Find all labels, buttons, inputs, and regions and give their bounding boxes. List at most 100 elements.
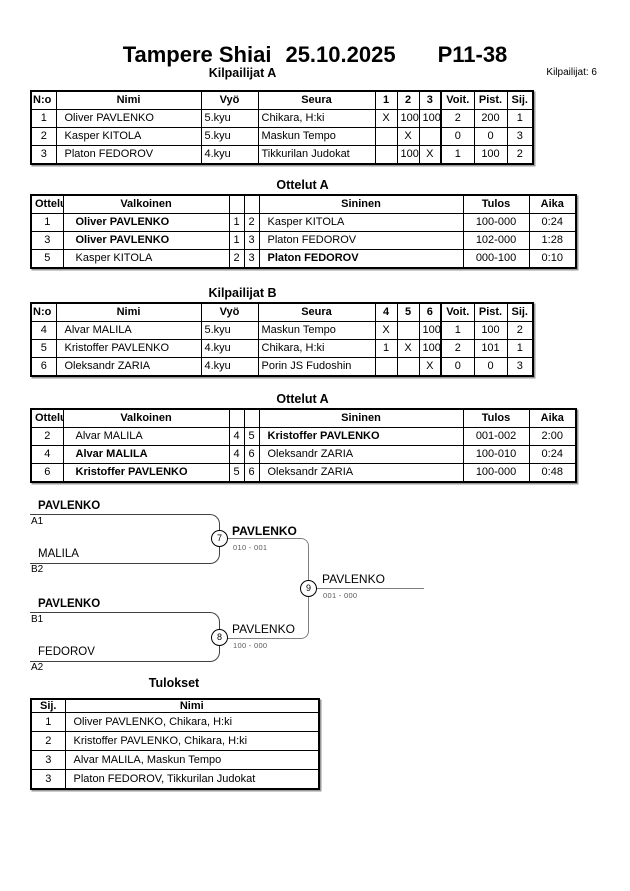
col-header-no: N:o [30,90,57,110]
pool-a-table: N:o Nimi Vyö Seura 1 2 3 Voit. Pist. Sij… [30,90,534,165]
cell-match-no: 1 [30,213,64,232]
cell-name: Oliver PAVLENKO, Chikara, H:ki [64,712,320,732]
cell-r1 [374,145,398,165]
col-header-empty [243,408,260,428]
cell-r6: 100 [418,321,442,340]
cell-club: Maskun Tempo [257,321,376,340]
col-header-place: Sij. [506,302,534,322]
cell-r5 [396,321,420,340]
cell-white: Kasper KITOLA [62,249,230,269]
cell-white: Oliver PAVLENKO [62,231,230,250]
col-header-score: Tulos [462,408,530,428]
table-row: 2 Kristoffer PAVLENKO, Chikara, H:ki [30,731,320,751]
col-header-belt: Vyö [200,90,259,110]
col-header-wins: Voit. [440,90,475,110]
cell-no: 1 [30,109,57,128]
cell-belt: 5.kyu [200,321,259,340]
cell-blue-no: 5 [243,427,260,446]
cell-score: 000-100 [462,249,530,269]
matches-a-header-row: Ottelu Valkoinen Sininen Tulos Aika [30,194,577,214]
cell-wins: 0 [440,127,475,146]
seed-name: PAVLENKO [38,500,101,512]
cell-name: Alvar MALILA, Maskun Tempo [64,750,320,770]
table-row: 6 Oleksandr ZARIA 4.kyu Porin JS Fudoshi… [30,357,534,377]
seed-name: FEDOROV [38,646,95,658]
cell-points: 0 [473,127,508,146]
cell-points: 200 [473,109,508,128]
cell-blue-no: 3 [243,231,260,250]
table-row: 2 Kasper KITOLA 5.kyu Maskun Tempo X 0 0… [30,127,534,146]
table-row: 5 Kristoffer PAVLENKO 4.kyu Chikara, H:k… [30,339,534,358]
col-header-white: Valkoinen [62,408,230,428]
col-header-match: Ottelu [30,408,64,428]
cell-belt: 5.kyu [200,109,259,128]
cell-score: 100-010 [462,445,530,464]
title-date: 25.10.2025 [285,42,396,67]
match-score: 100 - 000 [233,641,268,650]
cell-time: 1:28 [528,231,577,250]
cell-place: 1 [506,339,534,358]
match-number-badge: 7 [211,530,228,547]
cell-wins: 1 [440,145,475,165]
cell-points: 101 [473,339,508,358]
cell-time: 0:24 [528,445,577,464]
seed-tag: B2 [31,564,44,575]
matches-b-table: Ottelu Valkoinen Sininen Tulos Aika 2 Al… [30,408,577,483]
cell-score: 100-000 [462,463,530,483]
match-score: 010 - 001 [233,543,268,552]
cell-r3: X [418,145,442,165]
cell-match-no: 3 [30,231,64,250]
col-header-points: Pist. [473,302,508,322]
results-header-row: Sij. Nimi [30,698,320,713]
cell-white: Oliver PAVLENKO [62,213,230,232]
competitors-count: Kilpailijat: 6 [546,67,597,78]
cell-belt: 4.kyu [200,145,259,165]
col-header-white: Valkoinen [62,194,230,214]
cell-place: 3 [506,127,534,146]
cell-blue: Platon FEDOROV [258,249,464,269]
table-row: 3 Platon FEDOROV, Tikkurilan Judokat [30,769,320,790]
match-winner: PAVLENKO [232,622,295,636]
table-row: 1 Oliver PAVLENKO, Chikara, H:ki [30,712,320,732]
cell-white-no: 2 [228,249,245,269]
match-score: 001 - 000 [323,591,358,600]
cell-r4: 1 [374,339,398,358]
cell-club: Maskun Tempo [257,127,376,146]
cell-wins: 2 [440,339,475,358]
cell-white: Kristoffer PAVLENKO [62,463,230,483]
col-header-r6: 6 [418,302,442,322]
pool-a-title: Kilpailijat A [208,66,277,80]
cell-place: 1 [30,712,66,732]
cell-place: 2 [506,145,534,165]
col-header-match: Ottelu [30,194,64,214]
pool-a-header-row: N:o Nimi Vyö Seura 1 2 3 Voit. Pist. Sij… [30,90,534,110]
col-header-blue: Sininen [258,408,464,428]
col-header-empty [228,194,245,214]
col-header-points: Pist. [473,90,508,110]
table-row: 5 Kasper KITOLA 2 3 Platon FEDOROV 000-1… [30,249,577,269]
cell-r5 [396,357,420,377]
cell-white: Alvar MALILA [62,427,230,446]
table-row: 3 Oliver PAVLENKO 1 3 Platon FEDOROV 102… [30,231,577,250]
table-row: 6 Kristoffer PAVLENKO 5 6 Oleksandr ZARI… [30,463,577,483]
cell-match-no: 4 [30,445,64,464]
seed-tag: A1 [31,516,44,527]
cell-white: Alvar MALILA [62,445,230,464]
col-header-club: Seura [257,302,376,322]
cell-name: Kristoffer PAVLENKO, Chikara, H:ki [64,731,320,751]
table-row: 2 Alvar MALILA 4 5 Kristoffer PAVLENKO 0… [30,427,577,446]
col-header-r3: 3 [418,90,442,110]
cell-match-no: 5 [30,249,64,269]
cell-no: 3 [30,145,57,165]
cell-name: Kasper KITOLA [55,127,202,146]
col-header-r1: 1 [374,90,398,110]
col-header-place: Sij. [506,90,534,110]
col-header-time: Aika [528,194,577,214]
cell-r1 [374,127,398,146]
cell-match-no: 6 [30,463,64,483]
col-header-name: Nimi [55,302,202,322]
col-header-blue: Sininen [258,194,464,214]
cell-points: 0 [473,357,508,377]
cell-blue: Oleksandr ZARIA [258,463,464,483]
